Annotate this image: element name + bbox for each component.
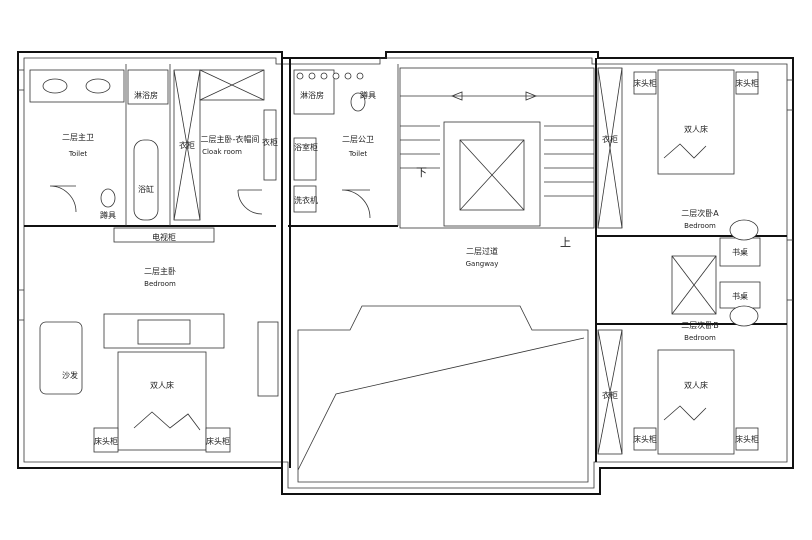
room-name: 二层主卧-衣帽间 xyxy=(201,134,260,144)
wardrobe-label: 衣柜 xyxy=(602,390,618,400)
tv-cabinet-label: 电视柜 xyxy=(152,232,176,242)
gangway: 二层过道 Gangway xyxy=(297,246,589,483)
shower-label: 淋浴房 xyxy=(134,90,158,100)
shared-closet xyxy=(671,255,717,315)
room-name: 二层主卧 xyxy=(144,266,176,276)
interior-walls xyxy=(24,58,787,468)
chair-icon xyxy=(729,219,759,241)
nightstand xyxy=(735,71,759,95)
wardrobe xyxy=(263,109,277,181)
nightstand-label: 床头柜 xyxy=(206,436,230,446)
window-bay xyxy=(257,321,279,397)
sink-icon xyxy=(85,78,111,94)
toilet-label: 蹲具 xyxy=(360,90,376,100)
desk-label: 书桌 xyxy=(732,291,748,301)
bed-label: 双人床 xyxy=(684,124,708,134)
arrow-icon xyxy=(450,91,463,101)
vanity-cabinet xyxy=(293,137,317,181)
master-bedroom: 电视柜 二层主卧 Bedroom 双人床 沙发 床头柜 床头柜 xyxy=(39,227,279,453)
atrium-diagonal xyxy=(297,337,585,471)
vanity-label: 浴室柜 xyxy=(294,142,318,152)
shower-area xyxy=(127,69,169,105)
bedroom-a: 衣柜 双人床 床头柜 床头柜 二层次卧A Bedroom 书桌 xyxy=(597,67,761,267)
sofa xyxy=(39,321,83,395)
washer-label: 洗衣机 xyxy=(294,195,318,205)
room-name: 二层公卫 xyxy=(342,135,374,144)
nightstand-label: 床头柜 xyxy=(735,434,759,444)
stair-well xyxy=(399,67,595,229)
stair-down-label: 下 xyxy=(416,166,427,179)
pillow-icon xyxy=(663,405,707,421)
chair-icon xyxy=(729,305,759,327)
atrium-void xyxy=(297,305,589,483)
room-name: 二层次卧A xyxy=(681,208,719,218)
shower-label: 淋浴房 xyxy=(300,90,324,100)
room-name-en: Gangway xyxy=(466,260,499,268)
nightstand xyxy=(205,427,231,453)
pillow-icon xyxy=(663,143,707,159)
bed-label: 双人床 xyxy=(150,380,174,390)
room-name: 二层主卫 xyxy=(62,132,94,142)
nightstand xyxy=(633,71,657,95)
nightstand xyxy=(735,427,759,451)
sofa-label: 沙发 xyxy=(62,370,78,380)
sink-icon xyxy=(42,78,68,94)
bathtub-label: 浴缸 xyxy=(138,184,154,194)
desk xyxy=(719,237,761,267)
double-bed xyxy=(657,349,735,455)
nightstand-label: 床头柜 xyxy=(633,78,657,88)
cooktop-dots-icon xyxy=(296,72,364,80)
toilet-label: 蹲具 xyxy=(100,210,116,220)
room-name-en: Bedroom xyxy=(144,280,176,288)
nightstand xyxy=(93,427,119,453)
room-name-en: Toilet xyxy=(68,150,88,158)
wardrobe-label: 衣柜 xyxy=(602,134,618,144)
stair-up-label: 上 xyxy=(560,236,571,249)
wardrobe-label: 衣柜 xyxy=(262,137,278,147)
double-bed xyxy=(657,69,735,175)
exterior-walls xyxy=(17,51,794,495)
headboard-wall xyxy=(103,313,225,349)
nightstand xyxy=(633,427,657,451)
room-name-en: Bedroom xyxy=(684,334,716,342)
toilet-icon xyxy=(100,188,116,208)
grid-rug-icon xyxy=(137,319,191,345)
room-name: 二层过道 xyxy=(466,246,498,256)
room-name-en: Cloak room xyxy=(202,148,242,156)
toilet-icon xyxy=(350,92,366,112)
public-bathroom: 淋浴房 蹲具 浴室柜 洗衣机 二层公卫 Toilet xyxy=(293,69,376,219)
stair-core: 下 上 xyxy=(399,67,595,249)
bed-label: 双人床 xyxy=(684,380,708,390)
bathtub xyxy=(133,139,159,221)
door-swing xyxy=(237,189,263,215)
nightstand-label: 床头柜 xyxy=(633,434,657,444)
nightstand-label: 床头柜 xyxy=(94,436,118,446)
tv-cabinet xyxy=(113,227,215,243)
room-name-en: Bedroom xyxy=(684,222,716,230)
arrow-icon xyxy=(525,91,538,101)
pillow-icon xyxy=(133,411,201,431)
master-bathroom: 二层主卫 Toilet 淋浴房 浴缸 蹲具 xyxy=(29,69,169,221)
wardrobe-label: 衣柜 xyxy=(179,140,195,150)
bedroom-b: 衣柜 二层次卧B Bedroom 书桌 双人床 床头柜 床头柜 xyxy=(597,255,761,455)
desk-label: 书桌 xyxy=(732,247,748,257)
cloak-room: 二层主卧-衣帽间 Cloak room 衣柜 衣柜 xyxy=(173,69,278,221)
nightstand-label: 床头柜 xyxy=(735,78,759,88)
room-name-en: Toilet xyxy=(348,150,368,158)
room-name: 二层次卧B xyxy=(681,320,719,330)
double-bed xyxy=(117,351,207,451)
door-swing xyxy=(341,189,371,219)
washing-machine xyxy=(293,185,317,213)
door-swing xyxy=(49,185,77,213)
